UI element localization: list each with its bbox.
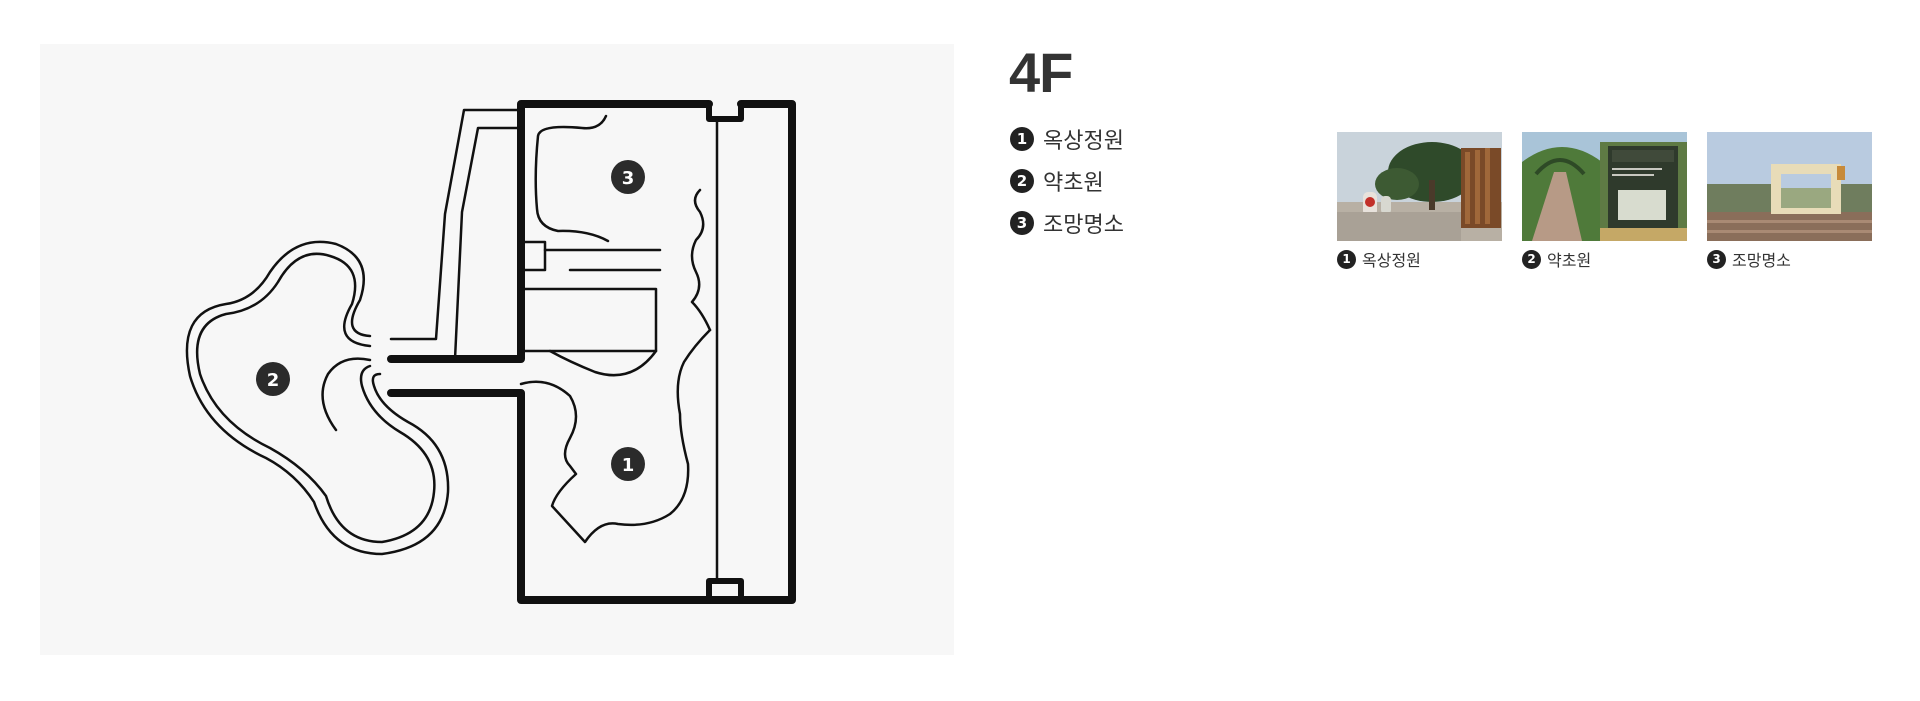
- viewpoint-photo: [1707, 132, 1872, 241]
- photo-card[interactable]: 2 약초원: [1522, 132, 1687, 271]
- building-wall: [387, 100, 713, 363]
- area-3-outline: [534, 114, 610, 243]
- legend-item[interactable]: 2 약초원: [1010, 166, 1124, 196]
- top-notch: [706, 101, 744, 122]
- svg-text:3: 3: [622, 168, 635, 189]
- rooftop-garden-photo: [1337, 132, 1502, 241]
- area-1-inner: [548, 349, 658, 377]
- photo-gallery: 1 옥상정원 2 약초원: [1337, 132, 1872, 271]
- photo-thumbnail[interactable]: [1337, 132, 1502, 241]
- photo-card[interactable]: 3 조망명소: [1707, 132, 1872, 271]
- wavy-line: [690, 188, 712, 332]
- photo-caption-label: 조망명소: [1732, 251, 1791, 270]
- photo-caption: 2 약초원: [1522, 247, 1687, 271]
- room-small: [519, 240, 547, 272]
- bottom-notch: [706, 578, 744, 603]
- map-marker-1: 1: [611, 447, 645, 481]
- area-1-outline: [519, 328, 712, 544]
- legend-item[interactable]: 1 옥상정원: [1010, 124, 1124, 154]
- building-wall-lower: [387, 100, 796, 604]
- legend-label: 조망명소: [1043, 213, 1124, 238]
- legend-label: 약초원: [1043, 171, 1104, 196]
- map-marker-2: 2: [256, 362, 290, 396]
- floor-map: 1 2 3: [40, 44, 954, 655]
- number-badge-icon: 3: [1707, 249, 1726, 269]
- map-marker-3: 3: [611, 160, 645, 194]
- svg-text:1: 1: [622, 455, 635, 476]
- corridor-inner: [453, 126, 523, 361]
- photo-thumbnail[interactable]: [1707, 132, 1872, 241]
- photo-caption: 3 조망명소: [1707, 247, 1872, 271]
- corridor-outer: [389, 108, 523, 341]
- herb-garden-photo: [1522, 132, 1687, 241]
- number-badge-icon: 3: [1010, 211, 1034, 235]
- photo-thumbnail[interactable]: [1522, 132, 1687, 241]
- number-badge-icon: 2: [1522, 249, 1541, 269]
- photo-caption: 1 옥상정원: [1337, 247, 1502, 271]
- herb-path-branch: [321, 357, 372, 432]
- photo-card[interactable]: 1 옥상정원: [1337, 132, 1502, 271]
- herb-path-outer: [195, 252, 436, 544]
- photo-caption-label: 옥상정원: [1362, 251, 1421, 270]
- floor-title: 4F: [1009, 41, 1073, 104]
- legend-label: 옥상정원: [1043, 129, 1124, 154]
- number-badge-icon: 2: [1010, 169, 1034, 193]
- floor-legend: 1 옥상정원 2 약초원 3 조망명소: [1010, 124, 1124, 250]
- floor-map-drawing: 1 2 3: [185, 100, 796, 604]
- photo-caption-label: 약초원: [1547, 251, 1592, 270]
- svg-text:2: 2: [267, 370, 280, 391]
- room-box: [519, 287, 658, 353]
- herb-path-inner: [185, 240, 450, 556]
- legend-item[interactable]: 3 조망명소: [1010, 208, 1124, 238]
- number-badge-icon: 1: [1010, 127, 1034, 151]
- number-badge-icon: 1: [1337, 249, 1356, 269]
